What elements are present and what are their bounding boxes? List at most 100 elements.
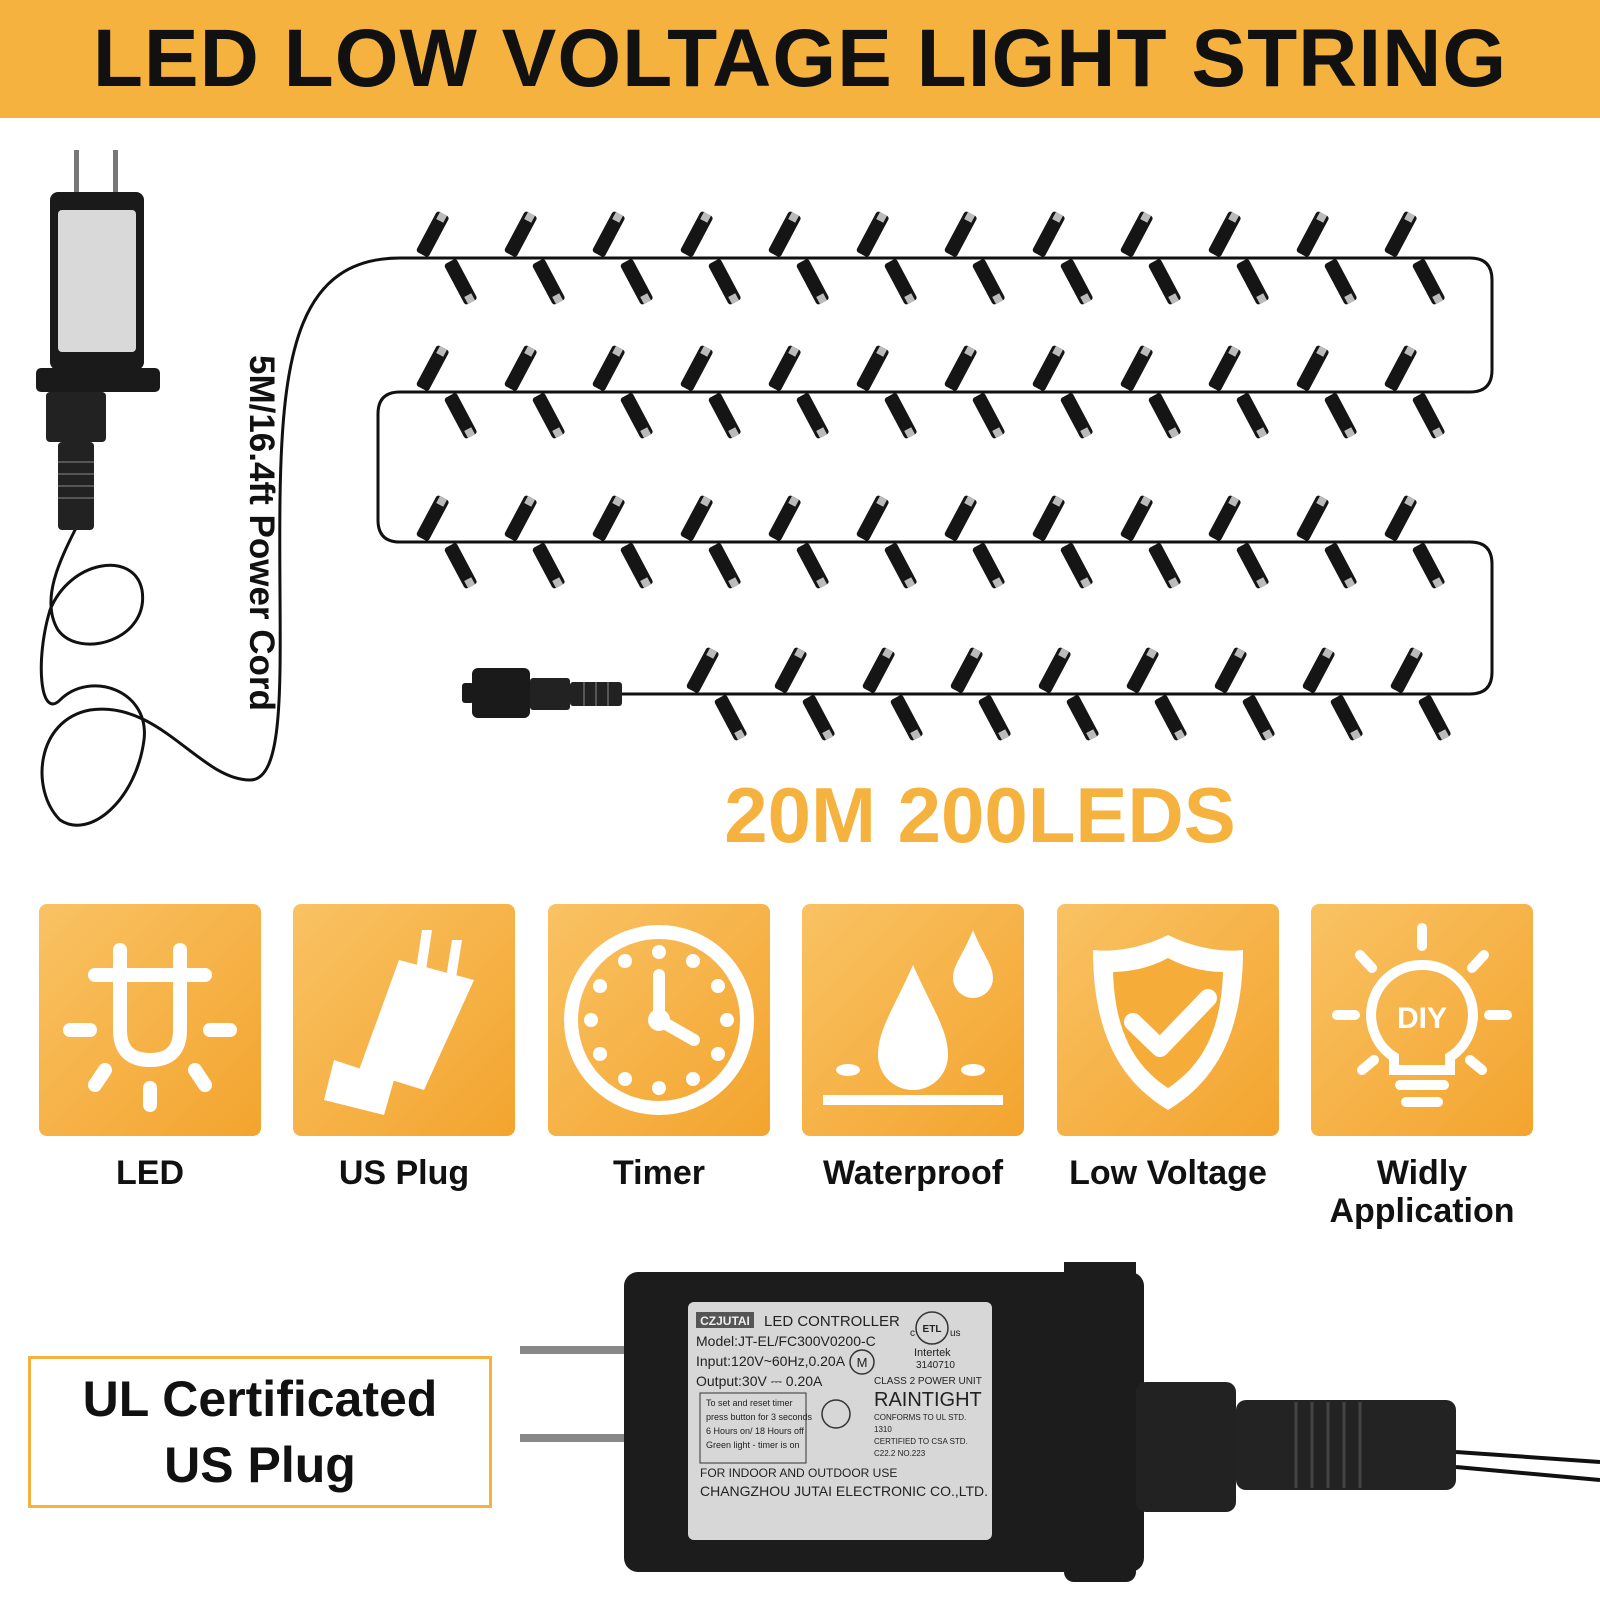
led-bulb — [944, 211, 977, 257]
feature-low-voltage: Low Voltage — [1057, 904, 1279, 1192]
led-bulb — [768, 211, 801, 257]
timer-note-3: 6 Hours on/ 18 Hours off — [706, 1426, 804, 1436]
timer-note-2: press button for 3 seconds — [706, 1412, 813, 1422]
adapter-usage: FOR INDOOR AND OUTDOOR USE — [700, 1466, 897, 1480]
led-bulb — [1148, 543, 1181, 589]
adapter-brand: CZJUTAI — [700, 1314, 750, 1328]
led-bulb — [1296, 211, 1329, 257]
led-bulb — [708, 259, 741, 305]
led-bulb — [1412, 543, 1445, 589]
led-bulb — [680, 345, 713, 391]
intertek: Intertek — [914, 1347, 951, 1359]
led-icon — [63, 943, 237, 1112]
led-bulb — [884, 259, 917, 305]
feature-label: Waterproof — [822, 1154, 1004, 1192]
csa: CERTIFIED TO CSA STD. — [874, 1437, 968, 1446]
led-bulb — [1412, 393, 1445, 439]
led-bulb — [1126, 647, 1159, 693]
prong — [520, 1434, 624, 1442]
led-bulb — [680, 495, 713, 541]
led-bulb — [1236, 543, 1269, 589]
small-adapter-icon — [36, 150, 160, 530]
timer-note-4: Green light - timer is on — [706, 1440, 800, 1450]
led-bulb — [620, 259, 653, 305]
led-bulb — [1412, 259, 1445, 305]
led-bulb — [972, 543, 1005, 589]
feature-tile: DIY — [1311, 904, 1533, 1136]
led-bulb — [416, 495, 449, 541]
feature-timer: Timer — [548, 904, 770, 1192]
led-bulb — [856, 495, 889, 541]
std-no: 1310 — [874, 1425, 892, 1434]
diy-bulb-icon: DIY — [1332, 923, 1512, 1107]
led-bulb — [532, 543, 565, 589]
led-bulb — [1120, 211, 1153, 257]
led-bulb — [416, 211, 449, 257]
led-bulb — [944, 495, 977, 541]
led-bulb — [774, 647, 807, 693]
led-bulb — [1384, 495, 1417, 541]
power-cord-wire — [39, 256, 401, 827]
led-bulb — [1032, 211, 1065, 257]
csa-no: C22.2 NO.223 — [874, 1449, 926, 1458]
ul-line2: US Plug — [164, 1437, 356, 1493]
feature-tile — [293, 904, 515, 1136]
led-bulb — [1384, 345, 1417, 391]
feature-tile — [39, 904, 261, 1136]
class2: CLASS 2 POWER UNIT — [874, 1376, 982, 1387]
adapter-maker: CHANGZHOU JUTAI ELECTRONIC CO.,LTD. — [700, 1483, 988, 1499]
led-bulb — [532, 259, 565, 305]
led-bulb — [1236, 259, 1269, 305]
shield-check-icon — [1093, 935, 1243, 1110]
led-bulb — [1032, 345, 1065, 391]
led-bulb — [972, 393, 1005, 439]
feature-waterproof: Waterproof — [802, 904, 1024, 1192]
led-bulb — [444, 543, 477, 589]
feature-label: Low Voltage — [1069, 1154, 1267, 1192]
feature-us-plug: US Plug — [293, 904, 515, 1192]
led-bulb — [1148, 259, 1181, 305]
led-bulb — [978, 695, 1011, 741]
led-bulb — [1208, 495, 1241, 541]
led-bulb — [1236, 393, 1269, 439]
led-bulb — [1390, 647, 1423, 693]
led-bulb — [1120, 495, 1153, 541]
led-bulb — [592, 495, 625, 541]
intertek-no: 3140710 — [916, 1360, 955, 1371]
etl-us: us — [950, 1328, 961, 1339]
end-connector-icon — [462, 668, 622, 718]
light-string-wire — [376, 256, 1494, 696]
led-bulb — [862, 647, 895, 693]
etl-mark-icon — [915, 1311, 949, 1345]
led-bulb — [856, 345, 889, 391]
led-bulb — [1296, 345, 1329, 391]
ul-line1: UL Certificated — [82, 1371, 438, 1427]
led-bulb — [972, 259, 1005, 305]
length-spec: 20M 200LEDS — [724, 771, 1236, 859]
led-bulb — [1066, 695, 1099, 741]
m-mark: M — [857, 1355, 868, 1370]
led-bulb — [592, 211, 625, 257]
led-bulb — [884, 543, 917, 589]
feature-tile — [1057, 904, 1279, 1136]
led-bulb — [796, 393, 829, 439]
power-adapter-icon: CZJUTAI LED CONTROLLER Model:JT-EL/FC300… — [520, 1262, 1600, 1582]
led-bulb — [504, 211, 537, 257]
waterproof-icon — [823, 930, 1003, 1105]
led-bulb — [1418, 695, 1451, 741]
title-banner: LED LOW VOLTAGE LIGHT STRING — [0, 0, 1600, 118]
led-bulb — [884, 393, 917, 439]
led-bulb — [1120, 345, 1153, 391]
led-bulb — [944, 345, 977, 391]
led-bulb — [890, 695, 923, 741]
led-bulb — [768, 345, 801, 391]
led-bulb — [1154, 695, 1187, 741]
feature-label: Widly Application — [1329, 1154, 1515, 1230]
etl-c: c — [910, 1328, 915, 1339]
led-bulb — [1032, 495, 1065, 541]
conforms: CONFORMS TO UL STD. — [874, 1413, 966, 1422]
led-bulb — [1060, 393, 1093, 439]
led-bulb — [1324, 393, 1357, 439]
led-bulb — [856, 211, 889, 257]
power-cord-label: 5M/16.4ft Power Cord — [242, 355, 281, 711]
